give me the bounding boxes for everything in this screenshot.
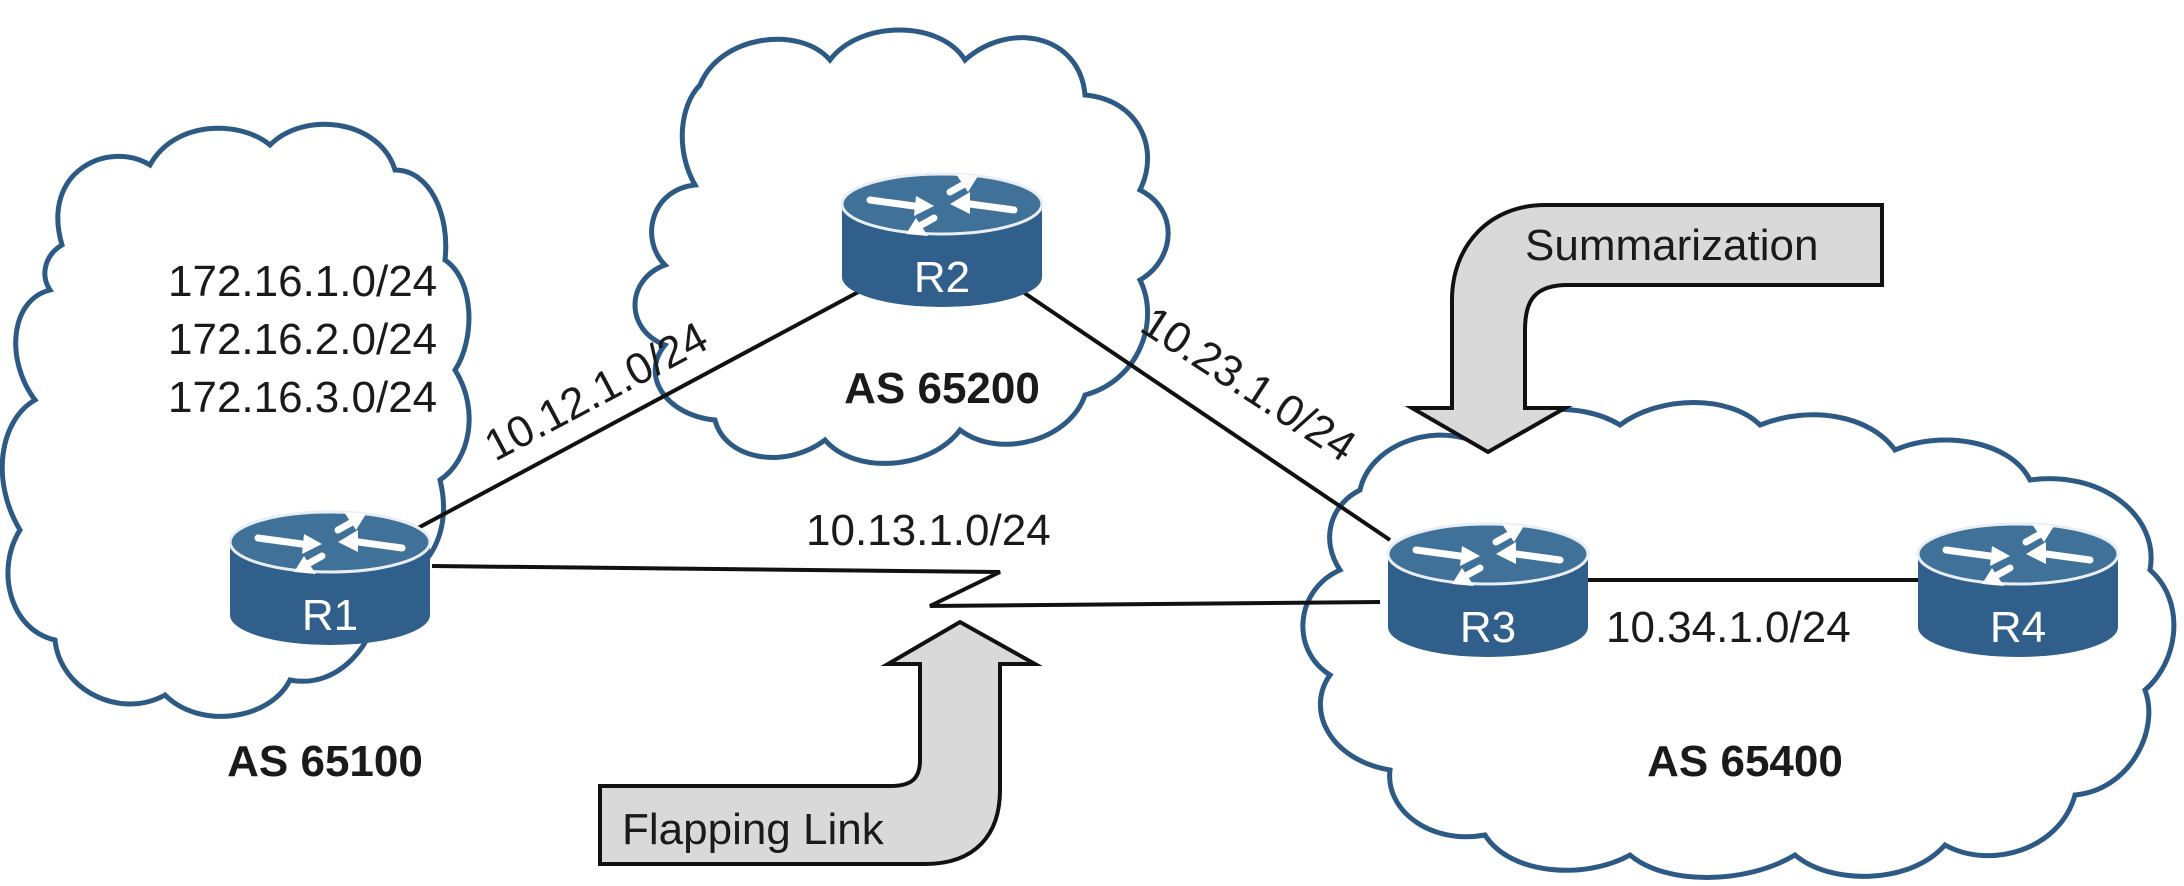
router-r3: R3	[1388, 524, 1588, 657]
as-label-65100: AS 65100	[227, 737, 423, 786]
link-label-r1-r3: 10.13.1.0/24	[806, 506, 1051, 555]
router-r4-label: R4	[1990, 603, 2046, 652]
summarization-callout: Summarization	[1404, 203, 1884, 455]
prefix-172-16-2: 172.16.2.0/24	[168, 315, 437, 364]
router-r3-label: R3	[1460, 603, 1516, 652]
router-r2-label: R2	[914, 253, 970, 302]
flapping-link-callout: Flapping Link	[598, 619, 1043, 866]
router-r2: R2	[842, 174, 1042, 307]
as-label-65400: AS 65400	[1647, 737, 1843, 786]
link-r2-r3	[1018, 288, 1392, 542]
router-r1: R1	[230, 512, 430, 645]
prefix-172-16-3: 172.16.3.0/24	[168, 373, 437, 422]
prefix-172-16-1: 172.16.1.0/24	[168, 257, 437, 306]
cloud-as65400	[1300, 400, 2177, 880]
router-r4: R4	[1918, 524, 2118, 657]
as-label-65200: AS 65200	[844, 364, 1040, 413]
flapping-link-label: Flapping Link	[622, 805, 885, 854]
link-r1-r2	[417, 288, 863, 530]
summarization-label: Summarization	[1525, 221, 1818, 270]
router-r1-label: R1	[302, 591, 358, 640]
link-r1-r3-flapping	[431, 564, 1381, 608]
link-label-r3-r4: 10.34.1.0/24	[1606, 603, 1851, 652]
